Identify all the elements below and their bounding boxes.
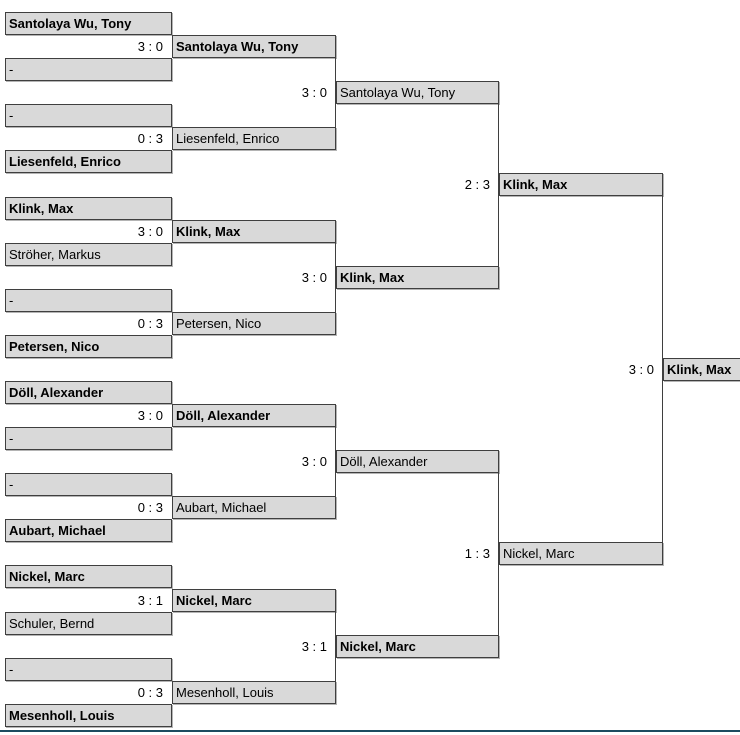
match-score: 0 : 3 [137,500,163,515]
match-score: 3 : 0 [301,454,327,469]
player-name: Nickel, Marc [340,639,416,654]
slot-round2-1: Santolaya Wu, Tony [172,35,336,58]
match-score: 3 : 0 [137,39,163,54]
match-score: 2 : 3 [464,177,490,192]
slot-round1-4: Liesenfeld, Enrico [5,150,172,173]
player-name: Klink, Max [503,177,568,192]
player-name: Döll, Alexander [340,454,428,469]
player-name: Klink, Max [176,224,241,239]
slot-round1-15: - [5,658,172,681]
slot-round1-3: - [5,104,172,127]
player-name: - [9,62,14,77]
player-name: Döll, Alexander [9,385,104,400]
slot-round1-10: - [5,427,172,450]
match-score: 3 : 0 [301,85,327,100]
player-name: - [9,662,14,677]
bracket-connector-line [662,195,663,543]
player-name: Santolaya Wu, Tony [340,85,456,100]
slot-round3-3: Döll, Alexander [336,450,499,473]
player-name: Schuler, Bernd [9,616,95,631]
slot-round1-2: - [5,58,172,81]
player-name: Aubart, Michael [176,500,267,515]
match-score: 3 : 0 [137,224,163,239]
player-name: Liesenfeld, Enrico [9,154,121,169]
match-score: 3 : 1 [301,639,327,654]
player-name: Klink, Max [340,270,405,285]
slot-round1-14: Schuler, Bernd [5,612,172,635]
slot-round1-6: Ströher, Markus [5,243,172,266]
bracket-connector-line [335,57,336,128]
bracket-connector-line [498,472,499,636]
player-name: Santolaya Wu, Tony [9,16,132,31]
match-score: 0 : 3 [137,131,163,146]
slot-round1-16: Mesenholl, Louis [5,704,172,727]
bracket-connector-line [335,426,336,497]
player-name: Nickel, Marc [503,546,575,561]
match-score: 3 : 0 [628,362,654,377]
slot-round1-12: Aubart, Michael [5,519,172,542]
slot-semifinal-2: Nickel, Marc [499,542,663,565]
slot-round1-13: Nickel, Marc [5,565,172,588]
slot-round2-5: Döll, Alexander [172,404,336,427]
slot-round1-1: Santolaya Wu, Tony [5,12,172,35]
player-name: - [9,293,14,308]
match-score: 3 : 0 [137,408,163,423]
slot-round2-8: Mesenholl, Louis [172,681,336,704]
player-name: - [9,108,14,123]
slot-round1-11: - [5,473,172,496]
player-name: Mesenholl, Louis [176,685,274,700]
slot-round1-8: Petersen, Nico [5,335,172,358]
player-name: - [9,477,14,492]
player-name: Aubart, Michael [9,523,106,538]
player-name: - [9,431,14,446]
footer-rule [0,730,740,732]
slot-round2-3: Klink, Max [172,220,336,243]
player-name: Nickel, Marc [9,569,85,584]
player-name: Mesenholl, Louis [9,708,115,723]
slot-winner: Klink, Max [663,358,740,381]
slot-round3-4: Nickel, Marc [336,635,499,658]
slot-round2-2: Liesenfeld, Enrico [172,127,336,150]
bracket-connector-line [335,611,336,682]
player-name: Döll, Alexander [176,408,271,423]
match-score: 1 : 3 [464,546,490,561]
slot-semifinal-1: Klink, Max [499,173,663,196]
slot-round1-9: Döll, Alexander [5,381,172,404]
slot-round2-4: Petersen, Nico [172,312,336,335]
player-name: Klink, Max [9,201,74,216]
player-name: Santolaya Wu, Tony [176,39,299,54]
player-name: Klink, Max [667,362,732,377]
player-name: Ströher, Markus [9,247,101,262]
slot-round1-7: - [5,289,172,312]
player-name: Petersen, Nico [176,316,262,331]
player-name: Petersen, Nico [9,339,100,354]
bracket-connector-line [498,103,499,267]
slot-round1-5: Klink, Max [5,197,172,220]
player-name: Nickel, Marc [176,593,252,608]
slot-round3-1: Santolaya Wu, Tony [336,81,499,104]
match-score: 3 : 0 [301,270,327,285]
player-name: Liesenfeld, Enrico [176,131,280,146]
slot-round2-7: Nickel, Marc [172,589,336,612]
slot-round3-2: Klink, Max [336,266,499,289]
bracket-connector-line [335,242,336,313]
match-score: 0 : 3 [137,316,163,331]
slot-round2-6: Aubart, Michael [172,496,336,519]
match-score: 0 : 3 [137,685,163,700]
match-score: 3 : 1 [137,593,163,608]
